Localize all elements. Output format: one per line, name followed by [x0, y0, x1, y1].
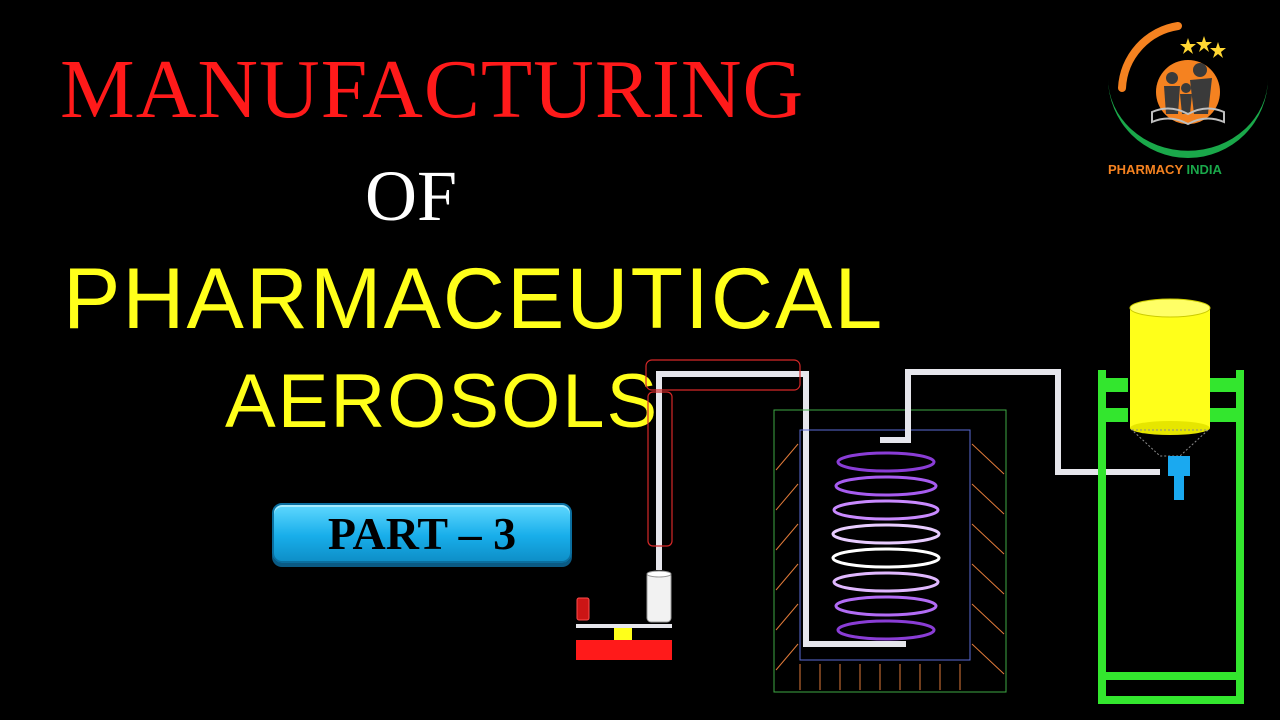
title-aerosols: AEROSOLS — [225, 359, 660, 444]
star-icon — [1180, 36, 1226, 58]
highlight-box-top — [645, 359, 801, 391]
filling-block — [614, 628, 632, 640]
filling-platform — [576, 624, 672, 628]
logo-text: PHARMACY INDIA — [1108, 162, 1278, 177]
chamber-inner — [799, 429, 971, 661]
chamber-outer — [773, 409, 1007, 693]
feed-pipe — [656, 371, 906, 647]
book-icon — [1151, 107, 1225, 126]
logo-text-india: INDIA — [1186, 162, 1222, 177]
aerosol-can-icon — [576, 597, 590, 621]
pharmacy-india-logo — [1108, 22, 1268, 158]
insulation-hatching — [775, 443, 1005, 690]
cooling-chamber — [773, 409, 1007, 693]
nozzle-tip — [1174, 476, 1184, 500]
part-badge: PART – 3 — [272, 503, 572, 563]
nozzle — [1168, 456, 1190, 476]
logo-text-pharmacy: PHARMACY — [1108, 162, 1183, 177]
propellant-hopper — [1129, 298, 1211, 500]
hopper-body — [1130, 308, 1210, 428]
container-bottle — [646, 571, 672, 623]
title-of: OF — [365, 156, 458, 236]
part-badge-label: PART – 3 — [327, 507, 517, 559]
highlight-box-vertical — [647, 391, 673, 547]
filling-base — [576, 640, 672, 660]
support-frame — [1098, 370, 1244, 704]
title-manufacturing: MANUFACTURING — [60, 43, 805, 136]
outlet-pipe — [880, 369, 1160, 475]
filling-unit — [576, 570, 672, 660]
cooling-coil — [831, 451, 941, 641]
title-pharmaceutical: PHARMACEUTICAL — [63, 251, 885, 347]
people-icon — [1164, 63, 1212, 114]
